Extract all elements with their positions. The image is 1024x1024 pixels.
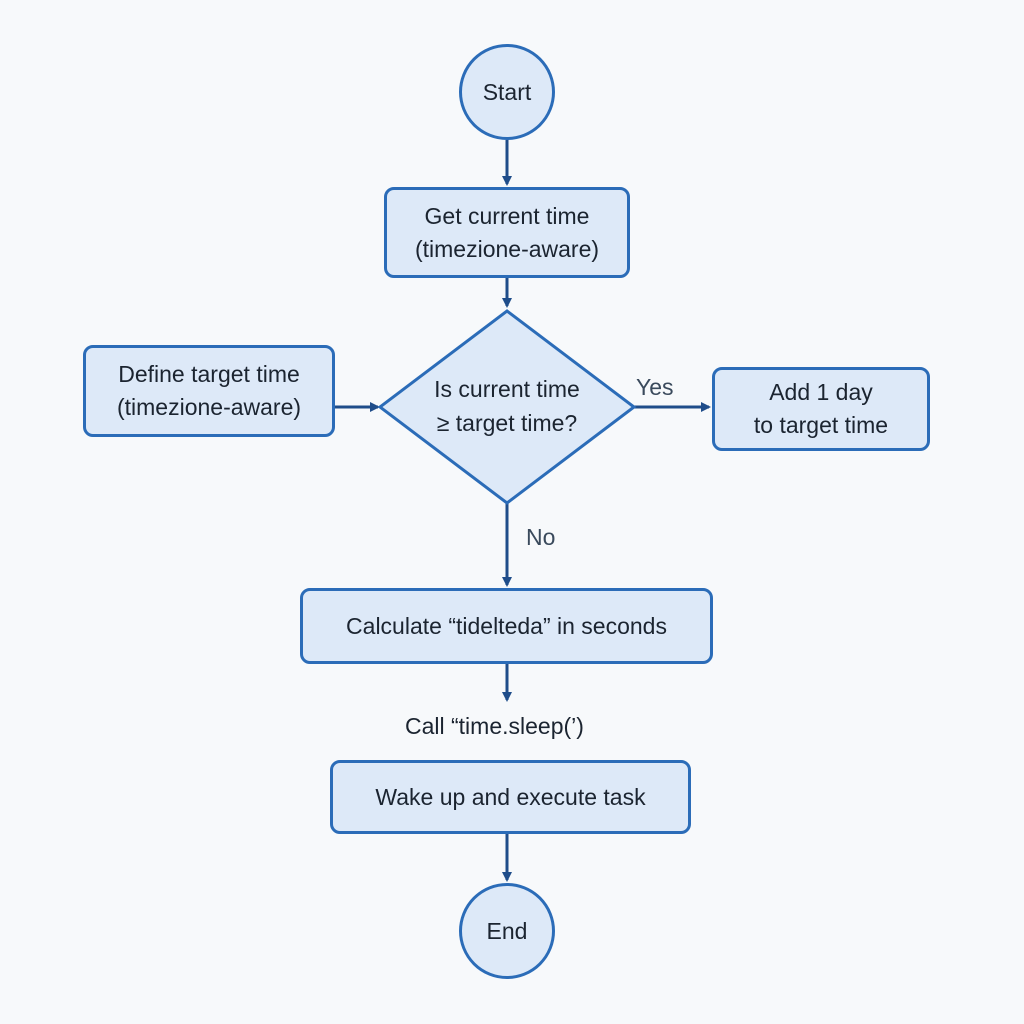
wake-up-box: Wake up and execute task	[330, 760, 691, 834]
calculate-box: Calculate “tidelteda” in seconds	[300, 588, 713, 664]
no-label: No	[526, 524, 556, 550]
define-target-time-box: Define target time (timezione-aware)	[83, 345, 335, 437]
add-day-box: Add 1 day to target time	[712, 367, 930, 451]
add-day-label: Add 1 day to target time	[753, 379, 889, 438]
yes-label: Yes	[636, 374, 674, 400]
calculate-label: Calculate “tidelteda” in seconds	[346, 612, 667, 639]
decision-diamond	[377, 309, 637, 505]
define-target-time-label: Define target time (timezione-aware)	[116, 361, 302, 420]
decision-label: Is current time ≥ target time?	[434, 376, 580, 436]
wake-up-label: Wake up and execute task	[375, 783, 646, 810]
end-node: End	[459, 883, 555, 979]
end-label: End	[486, 917, 528, 944]
get-current-time-label: Get current time (timezione-aware)	[414, 202, 600, 262]
start-label: Start	[482, 78, 532, 105]
call-sleep-label: Call “time.sleep(’)	[405, 713, 584, 739]
start-node: Start	[459, 44, 555, 140]
get-current-time-box: Get current time (timezione-aware)	[384, 187, 630, 278]
